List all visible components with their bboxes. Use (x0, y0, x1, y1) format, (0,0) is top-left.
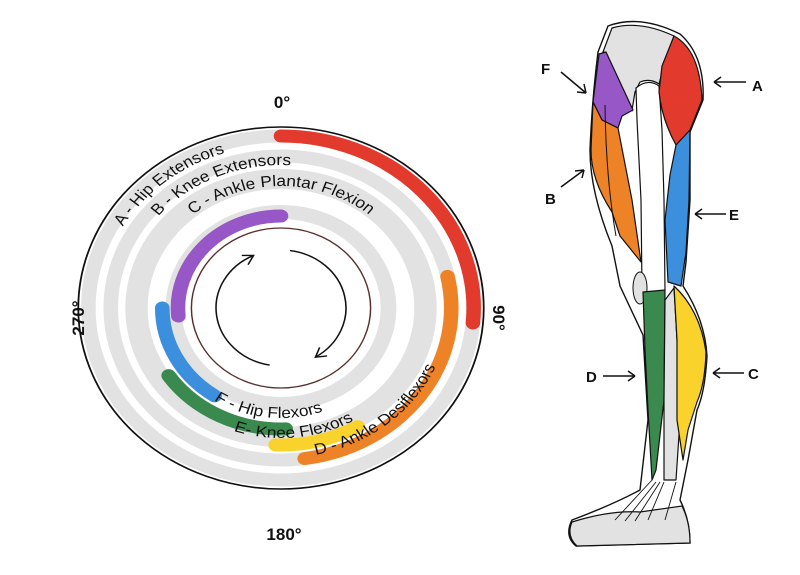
leg-label-d: D (586, 369, 597, 386)
foot-bone (569, 505, 691, 547)
activation-arc-c (268, 420, 366, 452)
cycle-arrow-left-icon-head (241, 254, 255, 266)
foot-tendons (614, 479, 677, 522)
arrow-a-icon (713, 76, 746, 88)
degree-label-90: 90° (489, 305, 508, 331)
arrow-c-icon (712, 367, 744, 379)
activation-arc-a (273, 129, 481, 330)
activation-arc-e (154, 301, 222, 403)
pelvis-bone (602, 24, 675, 112)
leg-label-c: C (748, 366, 759, 383)
cycle-arrow-left-icon (215, 254, 270, 366)
leg-illustration (568, 20, 708, 547)
cycle-arrow-right-icon (289, 249, 347, 358)
arrow-b-icon (560, 169, 585, 188)
outer-circle (77, 126, 485, 490)
leg-label-a: A (752, 78, 763, 95)
arrow-e-icon (694, 208, 726, 220)
leg-callouts (560, 71, 746, 382)
cycle-arrow-right-icon-head (314, 347, 328, 359)
leg-label-b: B (545, 191, 556, 208)
muscle-c-ankle-plantar-flexors (673, 285, 707, 461)
activation-arc-f (170, 209, 289, 323)
muscle-b-divider (604, 104, 617, 237)
degree-label-0: 0° (274, 93, 290, 112)
activation-arc-b (297, 269, 459, 466)
muscle-b-knee-extensors (590, 101, 642, 263)
degree-label-270: 270° (69, 300, 88, 335)
gray-track-3 (125, 169, 437, 447)
activation-arc-d (161, 369, 294, 436)
cycle-direction-arrows-icon (215, 249, 347, 366)
arrow-d-icon (603, 370, 636, 382)
arrow-f-icon (560, 71, 587, 94)
leg-label-f: F (541, 61, 550, 78)
inner-circle (190, 227, 372, 389)
muscle-e-knee-flexors (664, 129, 691, 287)
degree-label-180: 180° (266, 525, 301, 544)
leg-label-e: E (729, 207, 739, 224)
